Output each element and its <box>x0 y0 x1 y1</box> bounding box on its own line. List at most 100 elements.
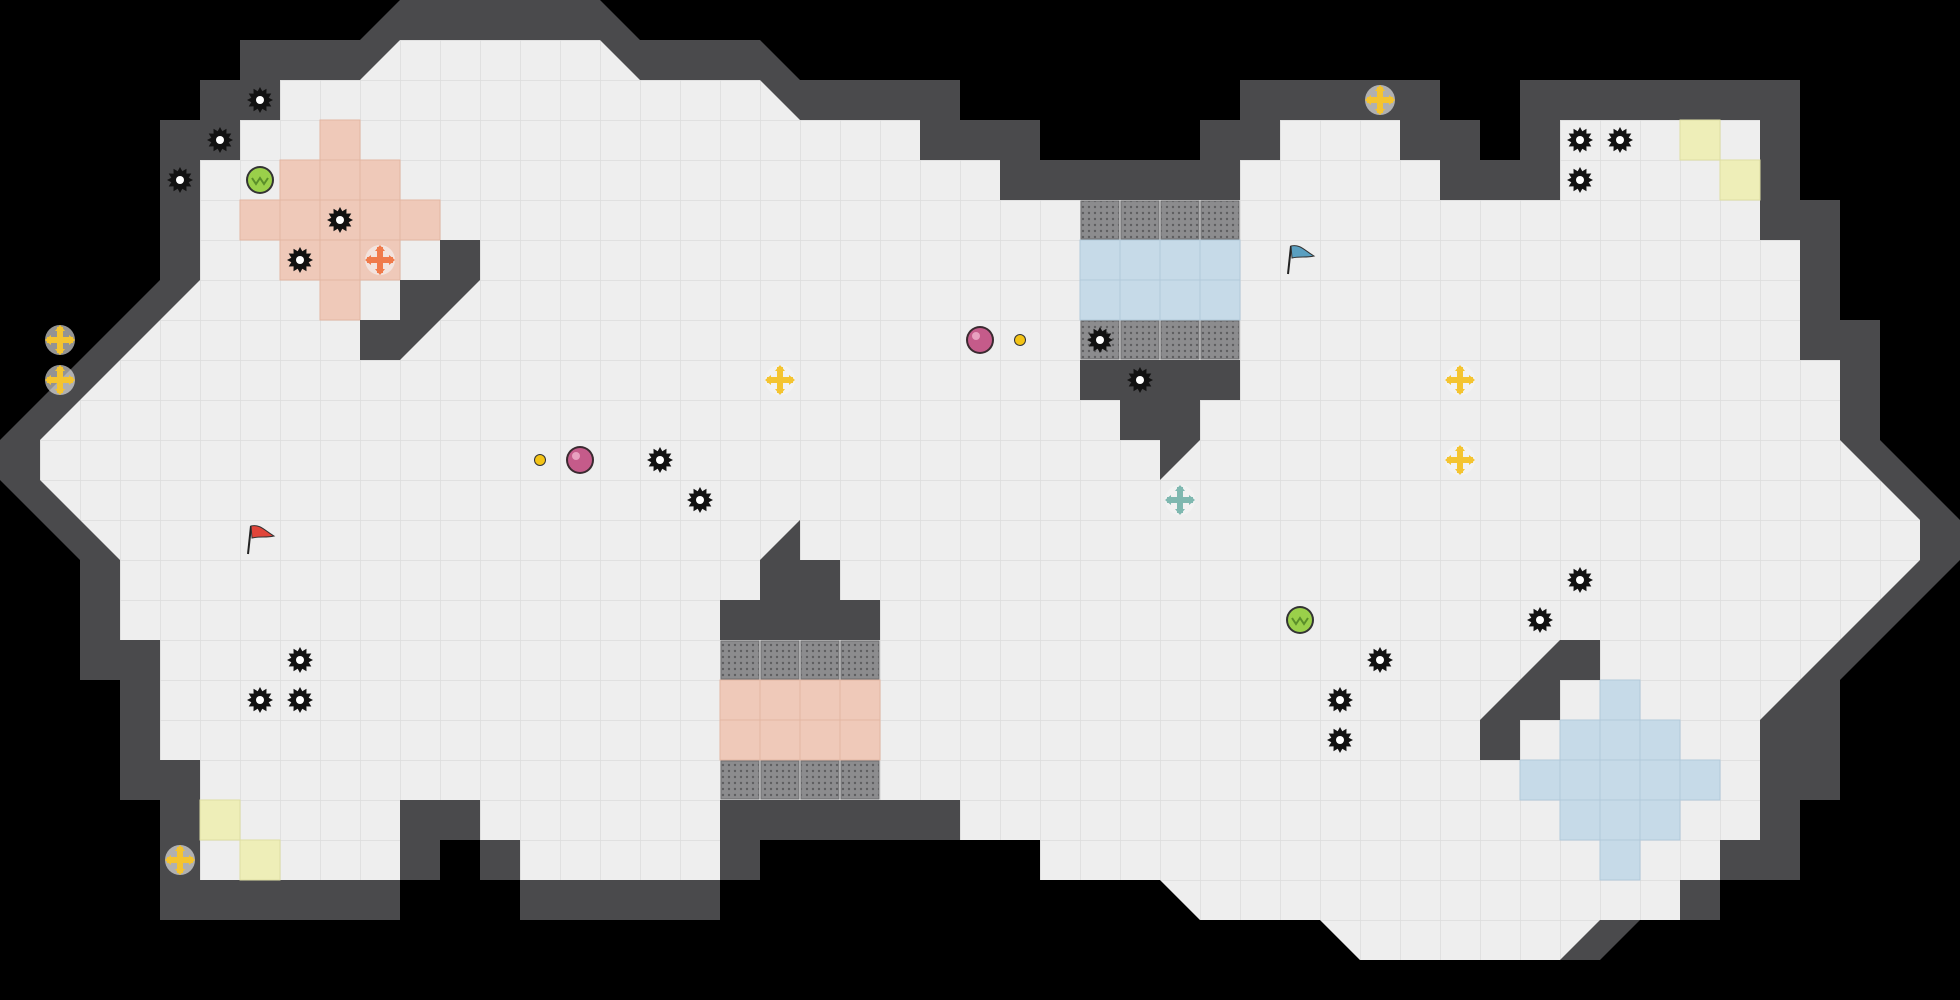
bomb-icon <box>966 326 994 354</box>
boost-arrows <box>45 365 75 395</box>
gate-tile <box>1200 200 1240 240</box>
red-base-tile <box>839 719 881 761</box>
spike-icon <box>287 687 313 713</box>
blue-base-tile <box>1639 719 1681 761</box>
red-base-tile <box>239 199 281 241</box>
spike-center <box>1336 696 1344 704</box>
boost-icon <box>165 845 195 875</box>
blue-base-tile <box>1639 799 1681 841</box>
blue-base-tile <box>1599 679 1641 721</box>
spike-icon <box>1527 607 1553 633</box>
spike-center <box>296 696 304 704</box>
red-base-tile <box>799 719 841 761</box>
spike-center <box>176 176 184 184</box>
boost-bar-h <box>1447 457 1473 463</box>
button-body <box>535 455 545 465</box>
red-flag-icon <box>247 525 276 555</box>
spike-icon <box>1567 167 1593 193</box>
boost-arrows <box>45 325 75 355</box>
gate-tile <box>1160 320 1200 360</box>
spike-center <box>216 136 224 144</box>
blue-base-tile <box>1199 279 1241 321</box>
spike-icon <box>1087 327 1113 353</box>
boost-icon <box>765 365 795 395</box>
gate-tile <box>840 640 880 680</box>
boost-bar-h <box>1367 97 1393 103</box>
spike-center <box>336 216 344 224</box>
gate-tile <box>840 760 880 800</box>
spike-center <box>1616 136 1624 144</box>
spike-center <box>1576 176 1584 184</box>
spike-icon <box>167 167 193 193</box>
boost-arrows <box>1445 445 1475 475</box>
red-base-tile <box>399 199 441 241</box>
portal-body <box>1288 608 1312 632</box>
blue-base-tile <box>1599 799 1641 841</box>
gate-tile <box>1160 200 1200 240</box>
gate-tile <box>1200 320 1240 360</box>
spike-center <box>1536 616 1544 624</box>
spike-icon <box>287 247 313 273</box>
portal-body <box>248 168 272 192</box>
blue-base-tile <box>1639 759 1681 801</box>
boost-icon <box>1365 85 1395 115</box>
gate-tile <box>720 760 760 800</box>
objects-layer <box>45 85 1633 875</box>
wall-block-center-top <box>1080 360 1240 480</box>
neutral-zone-tile <box>1719 159 1761 201</box>
spike-center <box>1136 376 1144 384</box>
boost-bar-h <box>47 337 73 343</box>
spike-center <box>1096 336 1104 344</box>
spike-center <box>256 696 264 704</box>
blue-base-tile <box>1599 839 1641 881</box>
red-base-tile <box>279 199 321 241</box>
wall-block-bottom-mid <box>720 800 960 880</box>
portal-pattern <box>1291 616 1309 626</box>
wall-block-center-bottom <box>720 520 880 640</box>
blue-base-tile <box>1599 759 1641 801</box>
boost-icon <box>45 325 75 355</box>
spike-center <box>1336 736 1344 744</box>
boost-icon <box>1165 485 1195 515</box>
bomb-body <box>568 448 592 472</box>
boost-bar-h <box>367 257 393 263</box>
neutral-zone-tile <box>239 839 281 881</box>
button-icon <box>534 454 546 466</box>
red-base-tile <box>759 719 801 761</box>
blue-base-tile <box>1599 719 1641 761</box>
red-base-tile <box>319 119 361 161</box>
floor-area <box>40 40 1920 960</box>
spike-icon <box>1327 727 1353 753</box>
boost-bar-h <box>767 377 793 383</box>
red-base-tile <box>759 679 801 721</box>
gate-tile <box>720 640 760 680</box>
spike-icon <box>1127 367 1153 393</box>
gate-tile <box>760 760 800 800</box>
spike-icon <box>1567 127 1593 153</box>
portal-pattern <box>251 176 269 186</box>
interior-walls-layer <box>360 240 1600 880</box>
neutral-zone-tile <box>199 799 241 841</box>
wall-block-nw <box>360 240 480 360</box>
spike-icon <box>247 87 273 113</box>
portal-icon <box>1286 606 1314 634</box>
red-base-tile <box>279 159 321 201</box>
red-base-tile <box>319 159 361 201</box>
spike-center <box>1576 576 1584 584</box>
spike-center <box>696 496 704 504</box>
zones-layer <box>199 119 1761 881</box>
red-base-tile <box>719 719 761 761</box>
button-body <box>1015 335 1025 345</box>
neutral-zone-tile <box>1679 119 1721 161</box>
blue-base-tile <box>1199 239 1241 281</box>
boost-icon <box>1445 365 1475 395</box>
boost-arrows <box>1365 85 1395 115</box>
spike-center <box>1576 136 1584 144</box>
spike-icon <box>687 487 713 513</box>
flag-pole <box>247 525 252 555</box>
boost-icon <box>45 365 75 395</box>
flag-cloth <box>250 525 276 539</box>
boost-arrows <box>765 365 795 395</box>
